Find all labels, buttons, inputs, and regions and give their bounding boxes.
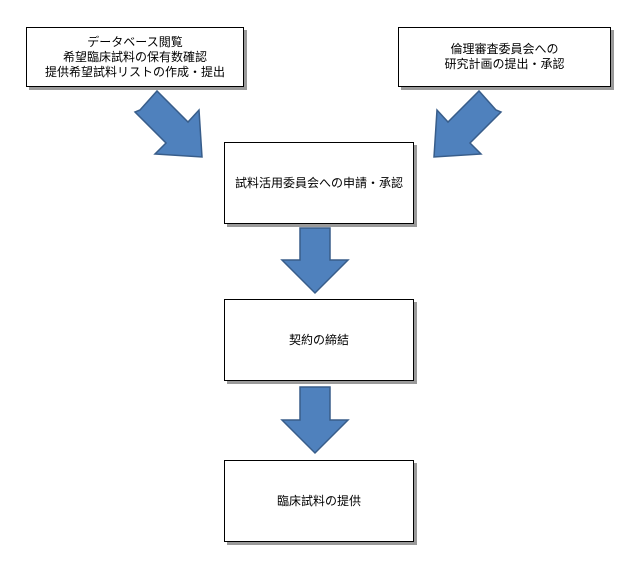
database-review-line-1: データベース閲覧 — [87, 34, 183, 49]
arrow-ethics-to-application — [433, 89, 503, 158]
application-approval-label: 試料活用委員会への申請・承認 — [234, 175, 403, 190]
sample-provision-box: 臨床試料の提供 — [224, 460, 414, 542]
contract-label: 契約の締結 — [288, 332, 349, 347]
ethics-review-line-2: 研究計画の提出・承認 — [444, 57, 565, 71]
contract-box: 契約の締結 — [224, 299, 414, 381]
arrow-contract-to-provision — [280, 386, 350, 455]
database-review-line-3: 提供希望試料リストの作成・提出 — [44, 64, 225, 79]
arrow-database-to-application — [133, 89, 203, 158]
arrow-application-to-contract — [280, 227, 350, 295]
application-approval-box: 試料活用委員会への申請・承認 — [224, 142, 414, 224]
ethics-review-box: 倫理審査委員会への 研究計画の提出・承認 — [398, 27, 611, 87]
database-review-box: データベース閲覧 希望臨床試料の保有数確認 提供希望試料リストの作成・提出 — [26, 27, 244, 87]
ethics-review-line-1: 倫理審査委員会への — [450, 42, 559, 56]
sample-provision-label: 臨床試料の提供 — [276, 493, 361, 508]
database-review-line-2: 希望臨床試料の保有数確認 — [62, 49, 207, 64]
